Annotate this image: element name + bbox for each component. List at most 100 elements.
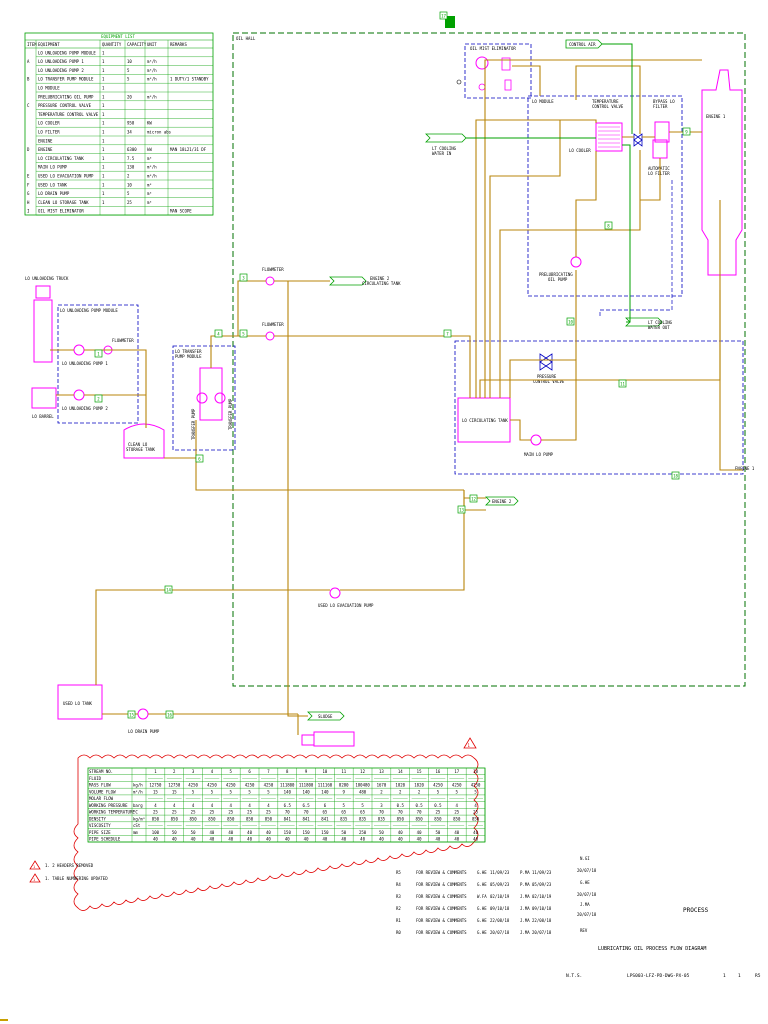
stream-table-cell: 4 [211,769,214,774]
revision-entry: 11/09/23 [532,870,552,875]
stream-tag-number: 13 [459,508,464,513]
stream-table-cell: 5 [361,803,364,808]
stream-table-cell: 4 [248,803,251,808]
stream-table-cell: 4 [474,803,477,808]
vent-symbol [456,79,462,85]
oil-mist-motor [478,83,486,91]
equipment-list-cell: 1 [102,121,105,126]
equipment-list-cell: G [27,191,30,196]
stream-table-cell: 40 [172,837,177,842]
equipment-list-cell: m³ [147,200,152,205]
stream-table-unit: kg/h [133,783,143,788]
revision-entry: R5 [396,870,401,875]
stream-table-cell: 850 [227,816,235,821]
stream-table-cell: 25 [172,810,177,815]
stream-tag-box [165,710,174,719]
revision-entry: FOR REVIEW & COMMENTS [416,918,467,923]
stream-table-cell: 25 [436,810,441,815]
transfer-pump-frame [199,367,223,421]
unloading-module-label: LO UNLOADING PUMP MODULE [60,308,118,313]
stream-table-cell: 17 [454,769,459,774]
main-lo-pump [530,434,542,446]
engine1-box-label: ENGINE 1 [735,466,755,471]
stream-table-cell: 40 [398,830,403,835]
stream-table-cell: 1820 [395,783,405,788]
equipment-list-cell: A [27,59,30,64]
stream-table-cell: 5 [437,789,440,794]
main-pump-label: MAIN LO PUMP [524,452,553,457]
stream-table-cell: 70 [379,810,384,815]
stream-table-cell: 6 [324,803,327,808]
stream-tag-number: 7 [446,332,449,337]
oil-mist-label: OIL MIST ELIMINATOR [470,46,516,51]
control-air-tag [565,39,603,49]
stream-table-cell: 5 [248,789,251,794]
equipment-list-cell: 1 [102,174,105,179]
stream-table-cell: 13 [379,769,384,774]
equipment-list-cell: H [27,200,30,205]
revision-entry: 02/10/19 [532,894,552,899]
lo-cooler-label: LO COOLER [569,148,591,153]
stream-tag-number: 4 [217,332,220,337]
equipment-list-cell: 10 [127,59,132,64]
stream-table-cell: 70 [285,810,290,815]
equipment-list-cell: 958 [127,121,135,126]
equipment-list-cell: m³/h [147,77,157,82]
stream-table-label: FLUID [89,776,102,781]
equipment-list-header: UNIT [147,42,157,47]
engine2-tag [485,496,519,506]
equipment-list-cell: 1 [102,200,105,205]
stream-table-cell: 850 [434,816,442,821]
stream-tag-number: 16 [167,713,172,718]
stream-table-label: PIPE SCHEDULE [89,837,121,842]
stream-table-cell: 0.5 [434,803,442,808]
revision-entry: FOR REVIEW & COMMENTS [416,906,467,911]
stream-table-label: STREAM NO. [89,769,113,774]
stream-tag-box [604,221,613,230]
flowmeter-label-2: FLOWMETER [262,267,284,272]
oil-mist-separator [501,57,511,71]
stream-table-cell: 1670 [377,783,387,788]
stream-table-cell: 25 [228,810,233,815]
stream-table-cell: 50 [341,830,346,835]
checked-date: 20/07/18 [577,892,597,897]
unloading-pump-1 [73,344,85,356]
stream-table-cell: 25 [247,810,252,815]
stream-table-cell: 25 [191,810,196,815]
equipment-list-cell: 1 [102,68,105,73]
equipment-list-cell: USED LO TANK [38,182,67,187]
transfer-pump-label-1: TRANSFER PUMP [191,408,196,440]
stream-table-cell: 65 [323,810,328,815]
equipment-list-cell: m³/h [147,59,157,64]
pump2-label: LO UNLOADING PUMP 2 [62,406,108,411]
equipment-list-cell: 2 [127,174,130,179]
revision-entry: 09/10/18 [532,906,552,911]
sludge-tag [307,711,345,721]
revision-entry: R2 [396,906,401,911]
temp-control-valve [633,133,643,147]
equipment-list-cell: LO UNLOADING PUMP 2 [38,68,84,73]
stream-table-cell: 841 [302,816,310,821]
stream-table-cell: 40 [398,837,403,842]
stream-table-cell: 15 [153,789,158,794]
revision-entry: G.HE [477,930,487,935]
equipment-list-cell: m³/h [147,94,157,99]
equipment-list-cell: 1 [102,165,105,170]
stream-table-cell: 3 [380,803,383,808]
stream-table-cell: 40 [153,837,158,842]
stream-table-cell: 850 [472,816,480,821]
lo-barrel [31,387,57,409]
revision: R5 [755,973,761,979]
stream-table-cell: 4250 [433,783,443,788]
stream-table-cell: 0.5 [415,803,423,808]
stream-table-label: MOLAR FLOW [89,796,114,801]
stream-table-cell: 70 [304,810,309,815]
stream-table-cell: 140 [321,789,329,794]
stream-tag-number: 11 [620,382,625,387]
